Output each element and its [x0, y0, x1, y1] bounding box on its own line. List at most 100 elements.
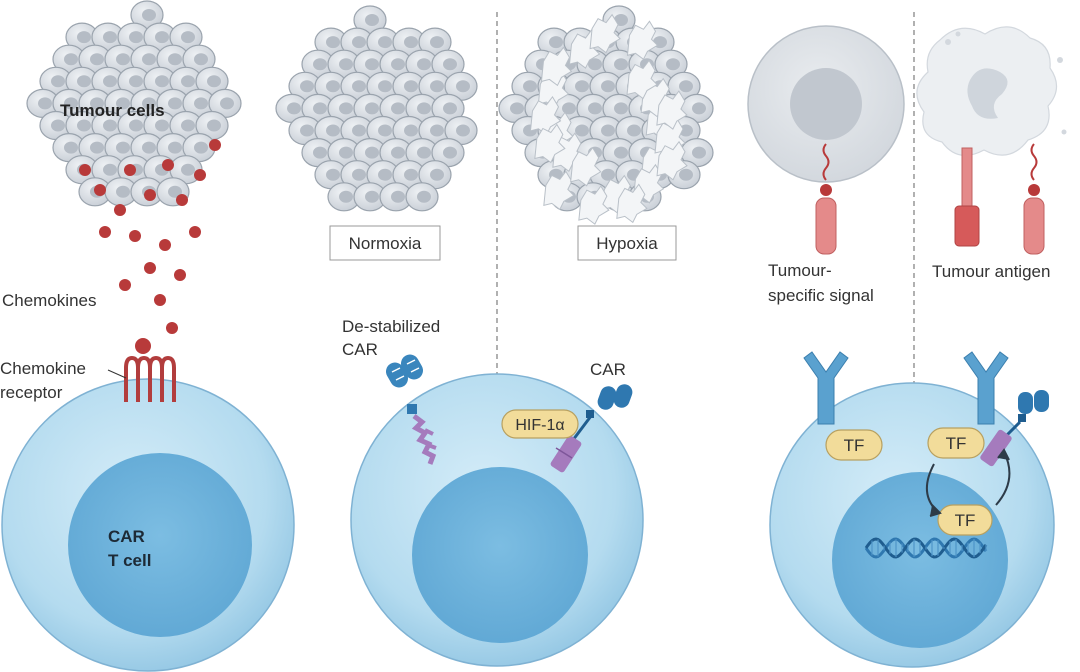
car-t-label-line1: CAR — [108, 527, 145, 546]
hypoxic-tumour-cell — [656, 90, 688, 130]
tumour-cell-nucleus — [207, 119, 221, 132]
tumour-cell-nucleus — [287, 102, 301, 115]
destabilized-car-label-line2: CAR — [342, 340, 378, 359]
hypoxic-tumour-cell — [656, 140, 688, 181]
tumour-cell-nucleus — [352, 36, 366, 49]
hypoxic-tumour-cell — [534, 123, 566, 164]
tumour-antigen-label: Tumour antigen — [932, 262, 1050, 281]
chemokine-dot — [124, 164, 136, 176]
tumour-signal-ligand-icon — [815, 143, 837, 255]
tumour-cell-nucleus — [181, 163, 195, 176]
tumour-cell-nucleus — [339, 102, 353, 115]
tumour-cell-nucleus — [220, 97, 234, 110]
tumour-cell-nucleus — [300, 80, 314, 93]
tumour-cluster-normoxia — [275, 5, 478, 212]
tumour-cell-nucleus — [181, 119, 195, 132]
tumour-cell-nucleus — [614, 102, 628, 115]
tumour-cell-nucleus — [352, 124, 366, 137]
tumour-cell-nucleus — [168, 97, 182, 110]
tumour-cell-nucleus — [510, 102, 524, 115]
tumour-cell-nucleus — [692, 102, 706, 115]
tumour-cell-nucleus — [339, 190, 353, 203]
tumour-cell-nucleus — [352, 80, 366, 93]
tumour-cell-nucleus — [90, 97, 104, 110]
tumour-cell-nucleus — [155, 75, 169, 88]
hypoxic-tumour-cell — [543, 170, 575, 211]
tumour-specific-signal-label-line2: specific signal — [768, 286, 874, 305]
tumour-cell-nucleus — [443, 146, 457, 159]
tumour-cell-nucleus — [417, 190, 431, 203]
tumour-cell-nucleus — [142, 53, 156, 66]
tumour-cell-nucleus — [313, 146, 327, 159]
tf-label-nucleus: TF — [955, 511, 976, 530]
normoxia-label: Normoxia — [349, 234, 422, 253]
tumour-cell-nucleus — [378, 80, 392, 93]
tumour-cell-nucleus — [679, 168, 693, 181]
tumour-cell-nucleus — [194, 141, 208, 154]
tumour-cell-nucleus — [391, 102, 405, 115]
tumour-cell-nucleus — [207, 75, 221, 88]
tumour-cell-nucleus — [116, 141, 130, 154]
chemokine-dot — [79, 164, 91, 176]
chemokine-receptor-label-line1: Chemokine — [0, 359, 86, 378]
tumour-cell-nucleus — [129, 31, 143, 44]
tumour-antigen-icon — [954, 143, 1045, 255]
tf-label-left: TF — [844, 436, 865, 455]
chemokines-label: Chemokines — [2, 291, 97, 310]
tumour-cell-nucleus — [443, 58, 457, 71]
tumour-cell-nucleus — [326, 168, 340, 181]
tumour-cell-nucleus — [77, 119, 91, 132]
tf-label-right: TF — [946, 434, 967, 453]
tumour-cell-nucleus — [391, 58, 405, 71]
tumour-cell-nucleus — [378, 168, 392, 181]
tumour-cell-nucleus — [103, 119, 117, 132]
tumour-cell-nucleus — [523, 80, 537, 93]
tumour-cell-nucleus — [181, 75, 195, 88]
tumour-cell-nucleus — [38, 97, 52, 110]
tumour-cell-nucleus — [627, 124, 641, 137]
destabilized-car-icon — [386, 354, 437, 465]
car-t-nucleus-3 — [832, 472, 1008, 648]
tumour-cell-nucleus — [352, 168, 366, 181]
tumour-cell-nucleus — [430, 36, 444, 49]
tumour-cell-nucleus — [430, 80, 444, 93]
tumour-cell-nucleus — [326, 124, 340, 137]
tumour-cell-nucleus — [430, 168, 444, 181]
tumour-cell-nucleus — [77, 75, 91, 88]
car-t-label-line2: T cell — [108, 551, 151, 570]
tumour-cell-nucleus — [365, 14, 379, 26]
chemokine-receptor-icon — [124, 338, 176, 402]
tumour-cell-nucleus — [51, 75, 65, 88]
tumour-cell-nucleus — [456, 80, 470, 93]
chemokine-dot — [154, 294, 166, 306]
car-label: CAR — [590, 360, 626, 379]
hypoxia-box — [577, 225, 677, 261]
tumour-cell-nucleus — [116, 53, 130, 66]
tumour-cell-nucleus — [417, 102, 431, 115]
chemokine-dot — [94, 184, 106, 196]
car-t-nucleus — [68, 453, 252, 637]
tumour-cell-nucleus — [575, 124, 589, 137]
tumour-cell-nucleus — [456, 124, 470, 137]
tumour-cell-nucleus — [129, 75, 143, 88]
tumour-cell-nucleus — [601, 124, 615, 137]
tumour-cell-nucleus — [404, 36, 418, 49]
tumour-specific-signal-label-line1: Tumour- — [768, 261, 832, 280]
tumour-cell-nucleus — [588, 102, 602, 115]
chemokine-dot — [144, 262, 156, 274]
tumour-cell-nucleus — [575, 80, 589, 93]
chemokine-dot — [194, 169, 206, 181]
car-t-cell-3 — [769, 382, 1055, 668]
hypoxic-tumour-cell — [578, 185, 610, 225]
tumour-cells-label: Tumour cells — [60, 101, 165, 120]
tf-badge-right — [927, 427, 985, 459]
tumour-cell-nucleus — [103, 163, 117, 176]
chemokine-receptor-label-line2: receptor — [0, 383, 63, 402]
tumour-cell-nucleus — [155, 31, 169, 44]
tumour-cell-nucleus — [326, 80, 340, 93]
tumour-cell-nucleus — [168, 185, 182, 198]
tumour-cell-nucleus — [103, 75, 117, 88]
tumour-cell-nucleus — [601, 168, 615, 181]
chemokine-dot — [209, 139, 221, 151]
tumour-cell-nucleus — [168, 141, 182, 154]
